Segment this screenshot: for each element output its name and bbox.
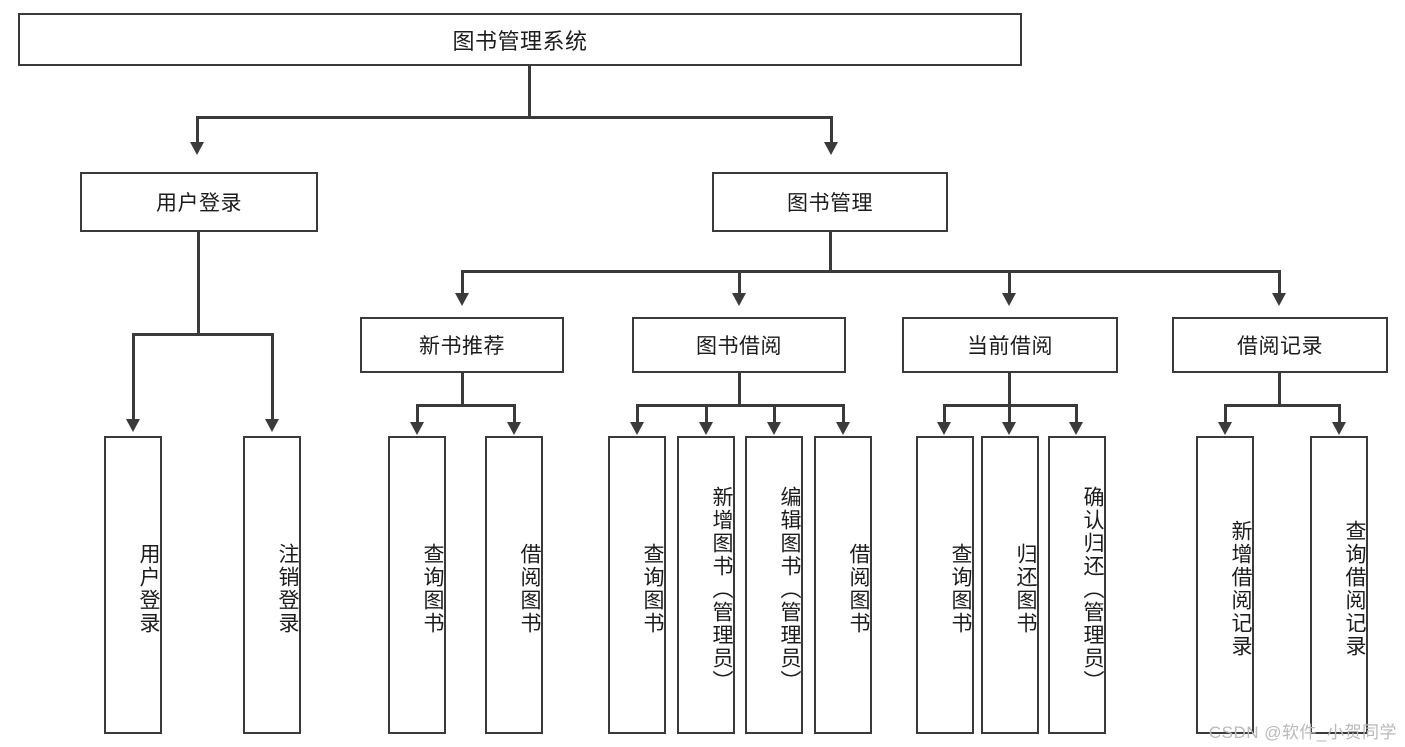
arrowhead-currentborrow-leaf-3 xyxy=(1069,422,1083,435)
connector-bookborrow-bus xyxy=(636,404,844,407)
connector-newbook-drop-2 xyxy=(513,404,516,424)
arrowhead-userlogin xyxy=(190,142,204,155)
connector-bookborrow-drop-2 xyxy=(705,404,708,424)
leaf-currentborrow-return-book[interactable]: 归还图书 xyxy=(981,436,1039,734)
arrowhead-user-login-leaf xyxy=(126,419,140,432)
connector-newbook-drop-1 xyxy=(416,404,419,424)
leaf-bookborrow-edit-book-admin[interactable]: 编辑图书（管理员） xyxy=(745,436,803,734)
node-borrow-record[interactable]: 借阅记录 xyxy=(1172,317,1388,373)
connector-bookmgmt-bus xyxy=(461,270,1280,273)
connector-bookmgmt-drop-4 xyxy=(1278,270,1281,295)
arrowhead-bookborrow-leaf-1 xyxy=(630,422,644,435)
connector-userlogin-stem xyxy=(197,232,200,335)
connector-root-to-userlogin xyxy=(196,116,199,144)
node-book-borrow[interactable]: 图书借阅 xyxy=(632,317,846,373)
leaf-borrowrecord-query-record[interactable]: 查询借阅记录 xyxy=(1310,436,1368,734)
connector-currentborrow-drop-2 xyxy=(1008,404,1011,424)
arrowhead-borrowrecord-leaf-1 xyxy=(1218,422,1232,435)
connector-root-stem xyxy=(528,66,531,118)
leaf-bookborrow-query-book[interactable]: 查询图书 xyxy=(608,436,666,734)
connector-borrowrecord-stem xyxy=(1278,373,1281,406)
connector-bookborrow-drop-4 xyxy=(842,404,845,424)
connector-bookmgmt-drop-1 xyxy=(461,270,464,295)
arrowhead-borrowrecord-leaf-2 xyxy=(1332,422,1346,435)
connector-root-to-bookmgmt xyxy=(830,116,833,144)
arrowhead-newbook-leaf-2 xyxy=(507,422,521,435)
connector-bookmgmt-drop-3 xyxy=(1008,270,1011,295)
connector-currentborrow-drop-3 xyxy=(1075,404,1078,424)
leaf-currentborrow-query-book[interactable]: 查询图书 xyxy=(916,436,974,734)
node-new-book-recommend[interactable]: 新书推荐 xyxy=(360,317,564,373)
connector-currentborrow-stem xyxy=(1008,373,1011,406)
connector-userlogin-drop-1 xyxy=(132,333,135,421)
arrowhead-bookborrow-leaf-4 xyxy=(836,422,850,435)
connector-bookborrow-drop-3 xyxy=(773,404,776,424)
arrowhead-new-book-recommend xyxy=(455,293,469,306)
connector-borrowrecord-bus xyxy=(1224,404,1341,407)
leaf-currentborrow-confirm-return-admin[interactable]: 确认归还（管理员） xyxy=(1048,436,1106,734)
arrowhead-logout-leaf xyxy=(265,419,279,432)
connector-bookborrow-drop-1 xyxy=(636,404,639,424)
leaf-user-login[interactable]: 用户登录 xyxy=(104,436,162,734)
connector-newbook-bus xyxy=(416,404,516,407)
leaf-bookborrow-add-book-admin[interactable]: 新增图书（管理员） xyxy=(677,436,735,734)
arrowhead-borrow-record xyxy=(1272,293,1286,306)
connector-borrowrecord-drop-1 xyxy=(1224,404,1227,424)
node-book-management[interactable]: 图书管理 xyxy=(712,172,948,232)
leaf-bookborrow-borrow-book[interactable]: 借阅图书 xyxy=(814,436,872,734)
arrowhead-bookborrow-leaf-3 xyxy=(767,422,781,435)
leaf-newbook-query-book[interactable]: 查询图书 xyxy=(388,436,446,734)
connector-userlogin-drop-2 xyxy=(271,333,274,421)
arrowhead-bookborrow-leaf-2 xyxy=(699,422,713,435)
connector-bookmgmt-drop-2 xyxy=(738,270,741,295)
connector-currentborrow-drop-1 xyxy=(943,404,946,424)
arrowhead-currentborrow-leaf-2 xyxy=(1002,422,1016,435)
connector-newbook-stem xyxy=(461,373,464,406)
connector-bookborrow-stem xyxy=(738,373,741,406)
arrowhead-newbook-leaf-1 xyxy=(410,422,424,435)
arrowhead-current-borrow xyxy=(1002,293,1016,306)
arrowhead-currentborrow-leaf-1 xyxy=(937,422,951,435)
connector-borrowrecord-drop-2 xyxy=(1338,404,1341,424)
leaf-logout[interactable]: 注销登录 xyxy=(243,436,301,734)
leaf-newbook-borrow-book[interactable]: 借阅图书 xyxy=(485,436,543,734)
node-root-system[interactable]: 图书管理系统 xyxy=(18,13,1022,66)
watermark-text: CSDN @软件_小贺同学 xyxy=(1208,723,1397,742)
connector-root-bus xyxy=(196,116,833,119)
leaf-borrowrecord-add-record[interactable]: 新增借阅记录 xyxy=(1196,436,1254,734)
arrowhead-bookmgmt xyxy=(824,142,838,155)
node-current-borrow[interactable]: 当前借阅 xyxy=(902,317,1118,373)
node-user-login[interactable]: 用户登录 xyxy=(80,172,318,232)
connector-bookmgmt-stem xyxy=(829,232,832,272)
connector-userlogin-bus xyxy=(132,333,273,336)
arrowhead-book-borrow xyxy=(732,293,746,306)
